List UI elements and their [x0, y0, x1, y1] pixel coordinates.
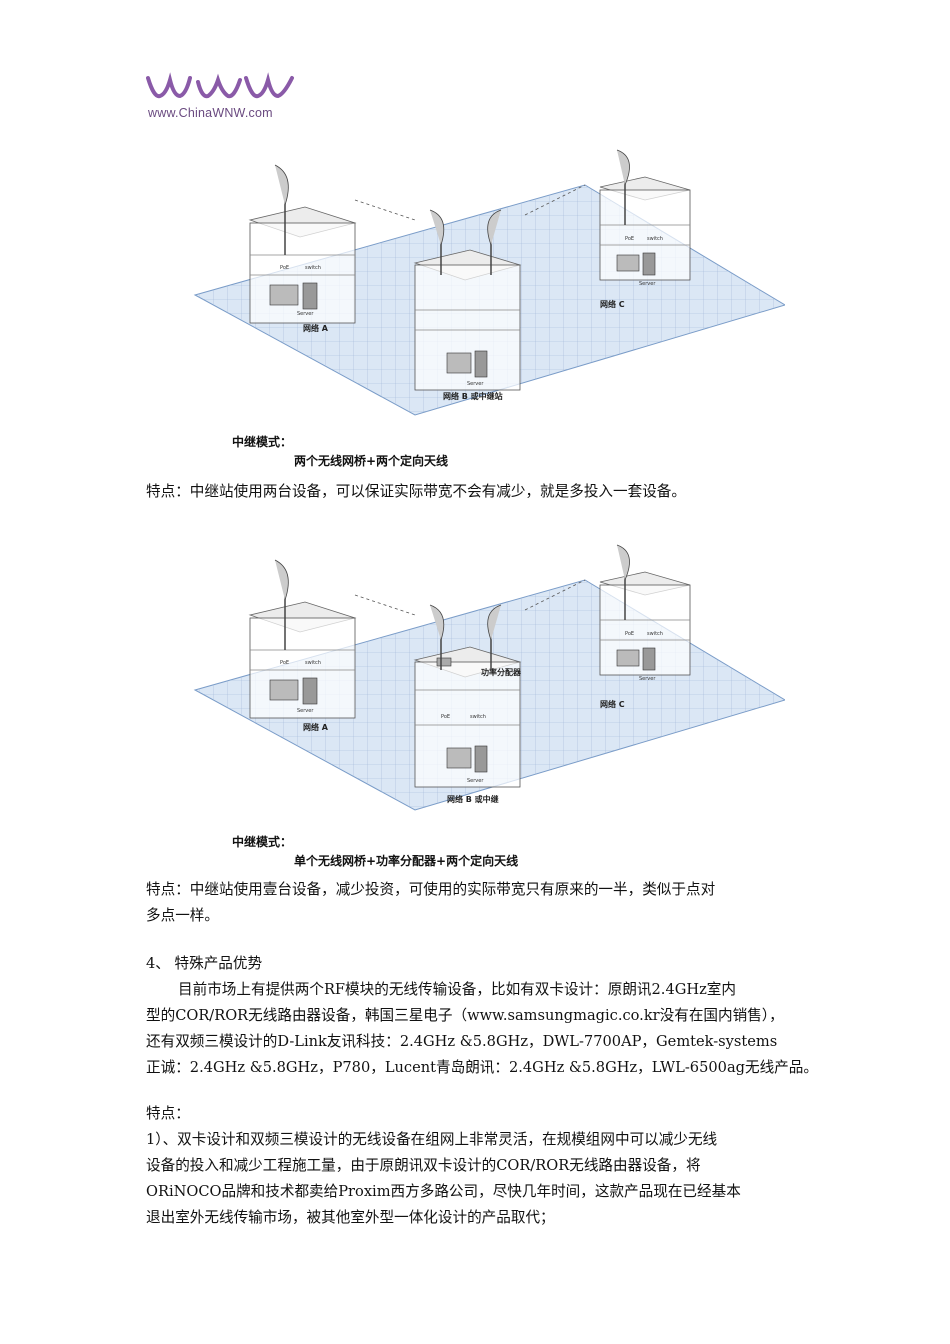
feature-paragraph-2: 特点：中继站使用壹台设备，减少投资，可使用的实际带宽只有原来的一半，类似于点对 … — [146, 877, 816, 929]
poe-label: PoE — [625, 631, 634, 637]
network-c-label: 网络 C — [600, 699, 625, 709]
poe-label: PoE — [280, 265, 289, 271]
logo — [146, 72, 306, 124]
building-network-c: PoE switch Server 网络 C — [599, 149, 691, 309]
feature2-line: 特点：中继站使用壹台设备，减少投资，可使用的实际带宽只有原来的一半，类似于点对 — [146, 881, 716, 898]
building-network-a: Server PoE switch 网络 A — [248, 164, 357, 333]
network-b-label: 网络 B 或中继站 — [443, 391, 503, 401]
features-section: 特点： 1）、双卡设计和双频三模设计的无线设备在组网上非常灵活，在规模组网中可以… — [146, 1101, 816, 1231]
switch-label: switch — [305, 660, 321, 666]
feature2-line: 多点一样。 — [146, 907, 219, 924]
server-label: Server — [467, 381, 484, 387]
power-splitter-label: 功率分配器 — [481, 667, 522, 677]
building-network-a: PoE switch Server 网络 A — [248, 559, 357, 732]
network-a-label: 网络 A — [303, 323, 329, 333]
server-label: Server — [639, 676, 656, 682]
diagram1-caption-sub: 两个无线网桥+两个定向天线 — [294, 454, 449, 468]
switch-label: switch — [470, 714, 486, 720]
section4-line: 型的COR/ROR无线路由器设备，韩国三星电子（www.samsungmagic… — [146, 1007, 784, 1024]
poe-label: PoE — [625, 236, 634, 242]
section4-line: 目前市场上有提供两个RF模块的无线传输设备，比如有双卡设计：原朗讯2.4GHz室… — [178, 981, 736, 998]
switch-label: switch — [305, 265, 321, 271]
switch-label: switch — [647, 631, 663, 637]
relay-diagram-single-bridge: PoE switch Server 网络 A 功率分配器 PoE switch … — [185, 540, 787, 870]
network-b-label: 网络 B 或中继 — [447, 794, 499, 804]
features-line: ORiNOCO品牌和技术都卖给Proxim西方多路公司，尽快几年时间，这款产品现… — [146, 1183, 741, 1200]
building-network-b: 功率分配器 PoE switch Server 网络 B 或中继 — [413, 604, 522, 804]
server-label: Server — [639, 281, 656, 287]
server-label: Server — [467, 778, 484, 784]
network-a-label: 网络 A — [303, 722, 329, 732]
server-label: Server — [297, 708, 314, 714]
features-line: 1）、双卡设计和双频三模设计的无线设备在组网上非常灵活，在规模组网中可以减少无线 — [146, 1131, 718, 1148]
section-heading: 4、 特殊产品优势 — [146, 955, 263, 972]
poe-label: PoE — [280, 660, 289, 666]
poe-label: PoE — [441, 714, 450, 720]
diagram2-caption-title: 中继模式： — [232, 835, 293, 849]
feature1-text: 特点：中继站使用两台设备，可以保证实际带宽不会有减少，就是多投入一套设备。 — [146, 483, 686, 500]
features-heading: 特点： — [146, 1105, 190, 1122]
section4-line: 还有双频三模设计的D-Link友讯科技：2.4GHz &5.8GHz，DWL-7… — [146, 1033, 778, 1050]
network-c-label: 网络 C — [600, 299, 625, 309]
building-network-c: PoE switch Server 网络 C — [599, 544, 691, 709]
relay-diagram-dual-bridge: Server PoE switch 网络 A Server 网络 B 或中继站 — [185, 145, 787, 475]
wnw-wave-logo-icon — [146, 72, 294, 99]
diagram2-caption-sub: 单个无线网桥+功率分配器+两个定向天线 — [294, 854, 519, 868]
diagram1-caption-title: 中继模式： — [232, 435, 293, 449]
feature-paragraph-1: 特点：中继站使用两台设备，可以保证实际带宽不会有减少，就是多投入一套设备。 — [146, 479, 816, 505]
switch-label: switch — [647, 236, 663, 242]
section4-line: 正诚：2.4GHz &5.8GHz，P780，Lucent青岛朗讯：2.4GHz… — [146, 1059, 818, 1076]
building-network-b: Server 网络 B 或中继站 — [413, 209, 522, 401]
section-4: 4、 特殊产品优势 目前市场上有提供两个RF模块的无线传输设备，比如有双卡设计：… — [146, 951, 818, 1081]
features-line: 设备的投入和减少工程施工量，由于原朗讯双卡设计的COR/ROR无线路由器设备，将 — [146, 1157, 701, 1174]
features-line: 退出室外无线传输市场，被其他室外型一体化设计的产品取代； — [146, 1209, 555, 1226]
server-label: Server — [297, 311, 314, 317]
logo-url: www.ChinaWNW.com — [148, 106, 273, 120]
